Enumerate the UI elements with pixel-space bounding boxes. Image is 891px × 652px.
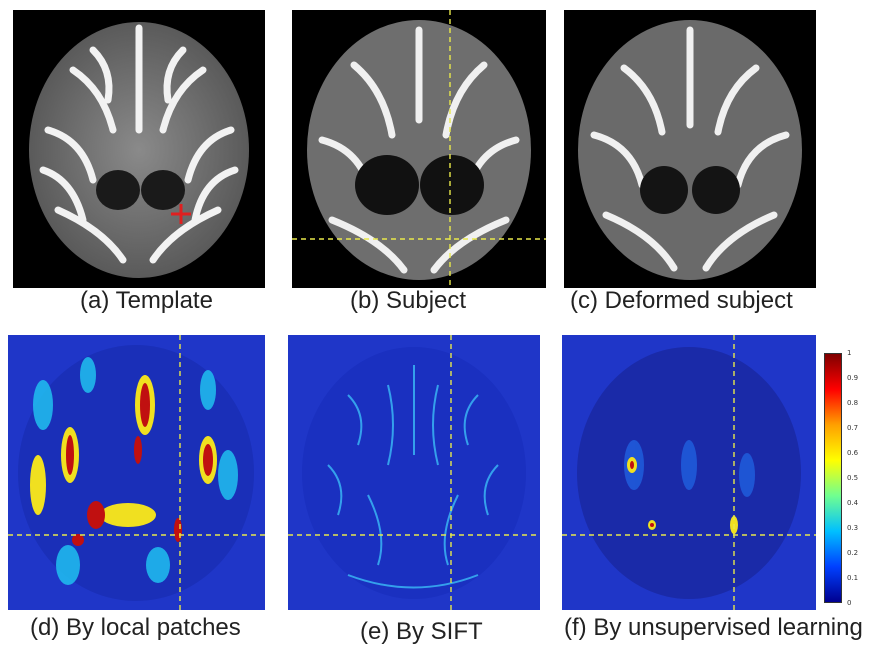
colorbar [824,353,842,603]
caption-c: (c) Deformed subject [570,287,793,314]
caption-d: (d) By local patches [30,614,241,641]
crosshair-lines [292,10,546,288]
colorbar-tick-label: 1 [847,349,852,357]
colorbar-tick-label: 0.7 [847,424,859,432]
panel-e-sift [288,335,540,610]
red-cross-marker [171,204,191,224]
panel-c-deformed-subject [564,10,816,288]
caption-a: (a) Template [80,287,213,314]
panel-b-subject [292,10,546,288]
caption-e: (e) By SIFT [360,618,483,645]
panel-f-unsupervised-learning [562,335,816,610]
caption-b: (b) Subject [350,287,467,314]
sift-heatmap [288,335,540,610]
colorbar-tick-label: 0.2 [847,549,859,557]
colorbar-tick-label: 0.1 [847,574,859,582]
deformed-subject-brain-image [578,20,802,280]
caption-f: (f) By unsupervised learning [564,614,863,641]
panel-a-template [13,10,265,288]
colorbar-tick-label: 0.8 [847,399,859,407]
colorbar-tick-label: 0.3 [847,524,859,532]
subject-brain-image [292,10,546,288]
unsupervised-learning-heatmap [562,335,816,610]
colorbar-tick-label: 0 [847,599,852,607]
template-brain-image [29,22,249,278]
colorbar-tick-label: 0.9 [847,374,859,382]
colorbar-tick-label: 0.5 [847,474,859,482]
local-patches-heatmap [8,335,265,610]
panel-d-local-patches [8,335,265,610]
colorbar-tick-label: 0.4 [847,499,859,507]
colorbar-tick-label: 0.6 [847,449,859,457]
